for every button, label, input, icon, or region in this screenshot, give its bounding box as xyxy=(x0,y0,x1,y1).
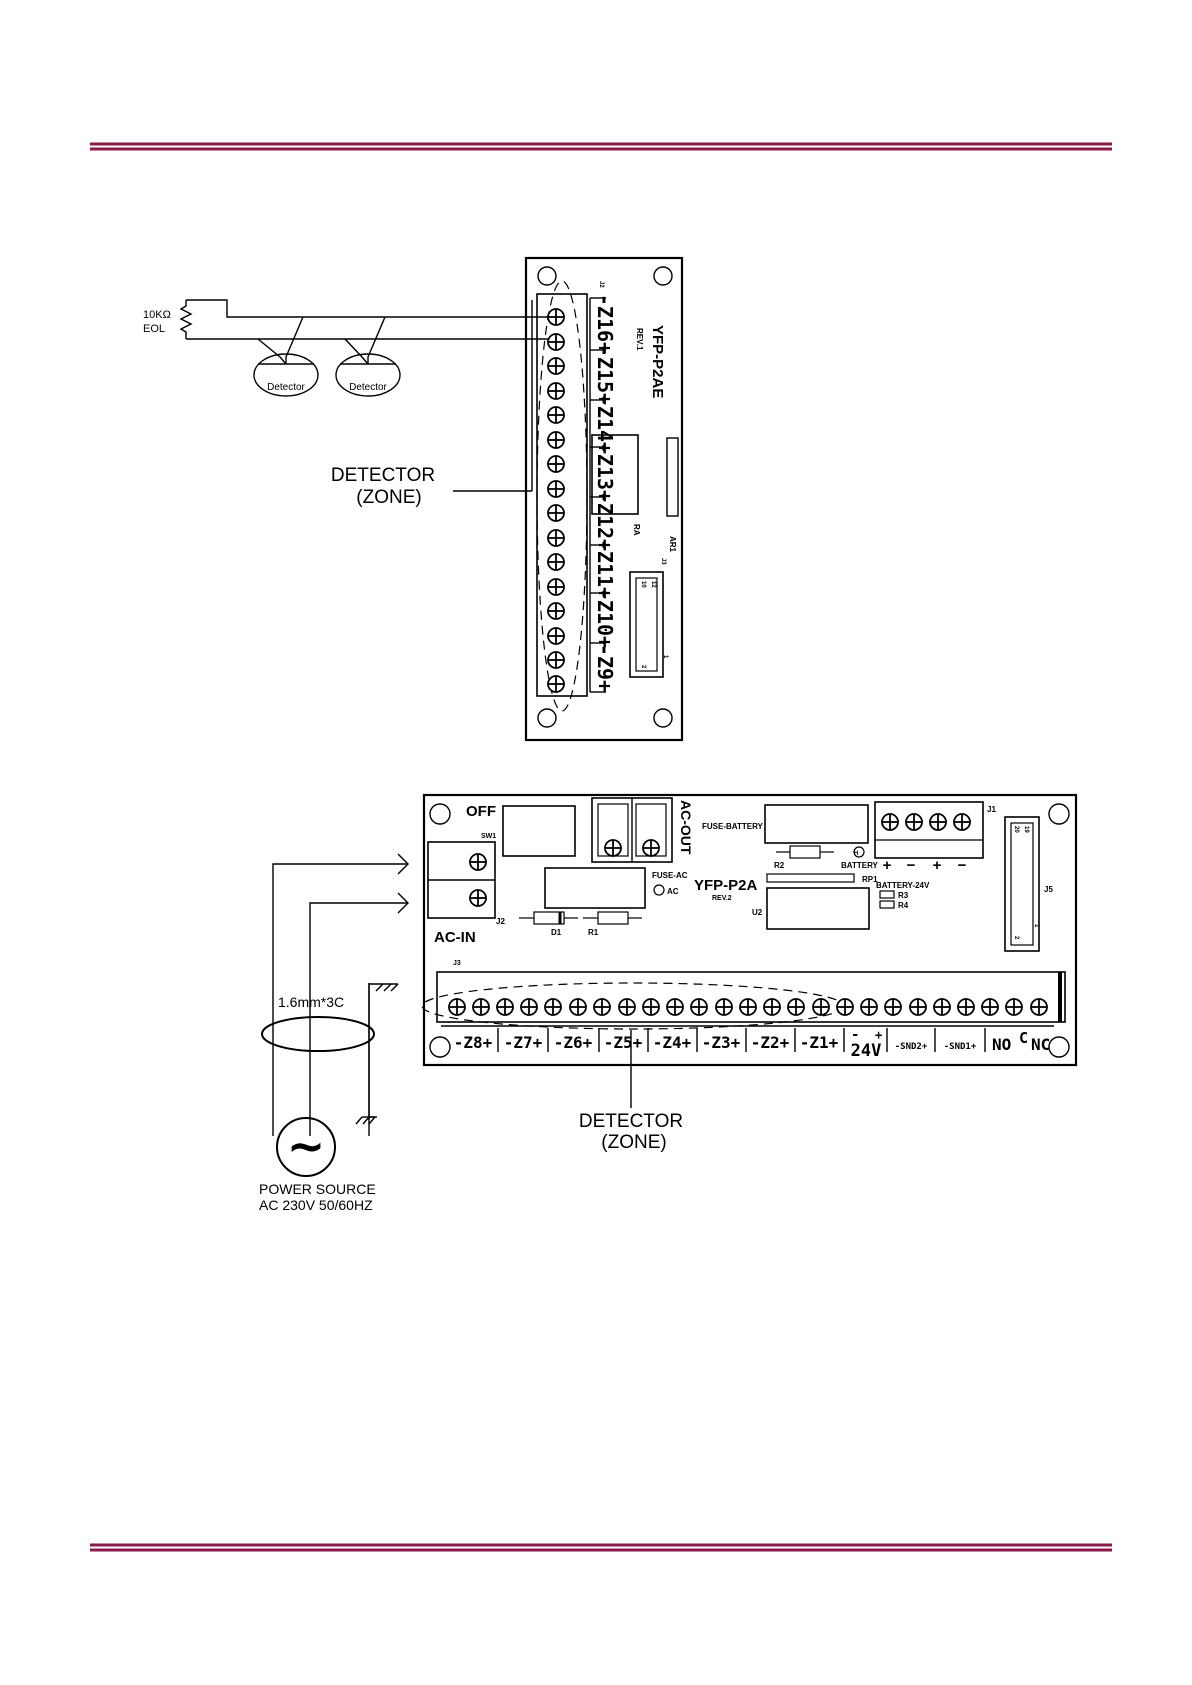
top-wiring xyxy=(179,299,548,492)
bottom-zone-callout-2: (ZONE) xyxy=(601,1132,666,1153)
v24-plus: + xyxy=(875,1028,882,1042)
j5-pin-2: 2 xyxy=(1013,936,1019,940)
v24-label: 24V xyxy=(851,1041,882,1061)
top-zone-labels: -Z16+ -Z15+ -Z14+ -Z13+ -Z12+ -Z11+ -Z10… xyxy=(593,294,617,692)
j3-label: J3 xyxy=(453,960,461,967)
eol-resistor-value: 10KΩ xyxy=(143,309,171,321)
top-board-ra: RA xyxy=(632,524,641,536)
u2-label: U2 xyxy=(752,908,763,917)
zone-label-z11: -Z11+ xyxy=(593,539,617,599)
zone-label-z3: -Z3+ xyxy=(702,1033,741,1052)
r1-label: R1 xyxy=(588,928,599,937)
polarity-minus-2: − xyxy=(958,857,967,874)
bottom-wiring xyxy=(261,853,632,1177)
top-board-terminals xyxy=(547,308,565,693)
top-zone-callout-1: DETECTOR xyxy=(331,465,435,486)
top-board-model: YFP-P2AE xyxy=(649,325,666,398)
zone-label-z1: -Z1+ xyxy=(800,1033,839,1052)
polarity-plus-1: + xyxy=(883,857,892,874)
nc-label: NC xyxy=(1031,1035,1050,1054)
detector-label-2: Detector xyxy=(349,382,387,393)
zone-label-z15: -Z15+ xyxy=(593,345,617,405)
fuse-ac-label: FUSE-AC xyxy=(652,871,688,880)
snd2-label: -SND2+ xyxy=(895,1042,928,1052)
footer-rule xyxy=(90,1543,1112,1552)
board-model: YFP-P2A xyxy=(694,877,758,894)
j5-label: J5 xyxy=(1044,885,1053,894)
top-zone-callout-2: (ZONE) xyxy=(356,487,421,508)
v24-minus: - xyxy=(851,1027,859,1043)
h-mark: H xyxy=(854,851,858,857)
ac-in-label: AC-IN xyxy=(434,929,476,946)
zone-label-z7: -Z7+ xyxy=(504,1033,543,1052)
zone-label-z13: -Z13+ xyxy=(593,442,617,502)
fuse-battery-label: FUSE-BATTERY xyxy=(702,822,764,831)
power-source-spec: AC 230V 50/60HZ xyxy=(259,1197,373,1213)
polarity-plus-2: + xyxy=(933,857,942,874)
top-board-j2: J2 xyxy=(598,281,604,288)
header-rule xyxy=(90,142,1112,151)
r3-label: R3 xyxy=(898,891,909,900)
zone-label-z16: -Z16+ xyxy=(593,294,617,354)
bottom-board-terminals xyxy=(448,998,1048,1016)
zone-label-z2: -Z2+ xyxy=(751,1033,790,1052)
snd1-label: -SND1+ xyxy=(944,1042,977,1052)
detector-label-1: Detector xyxy=(267,382,305,393)
top-header-pin-12: 12 xyxy=(650,581,656,588)
zone-label-z9: -Z9+ xyxy=(593,644,617,692)
zone-label-z10: -Z10+ xyxy=(593,588,617,648)
eol-label: EOL xyxy=(143,323,165,335)
top-header-pin-2: 2 xyxy=(640,665,646,669)
ac-mark: AC xyxy=(667,887,679,896)
bottom-board xyxy=(421,793,1078,1067)
j5-pin-19: 19 xyxy=(1023,826,1029,833)
cable-spec-label: 1.6mm*3C xyxy=(278,994,344,1010)
ac-source-icon: ~ xyxy=(287,1119,326,1173)
sw1-label: SW1 xyxy=(481,833,496,840)
j1-label: J1 xyxy=(987,805,996,814)
zone-label-z14: -Z14+ xyxy=(593,394,617,454)
battery-24v-label: BATTERY-24V xyxy=(876,881,930,890)
rp1-label: RP1 xyxy=(862,875,878,884)
d1-label: D1 xyxy=(551,928,562,937)
zone-label-z8: -Z8+ xyxy=(454,1033,493,1052)
top-board xyxy=(524,256,684,742)
top-board-j3: J3 xyxy=(660,558,666,565)
no-label: NO xyxy=(992,1035,1011,1054)
bottom-zone-labels: -Z8+ -Z7+ -Z6+ -Z5+ -Z4+ -Z3+ -Z2+ -Z1+ xyxy=(454,1033,839,1052)
off-label: OFF xyxy=(466,803,496,820)
top-board-rev: REV.1 xyxy=(635,328,644,351)
zone-label-z5: -Z5+ xyxy=(604,1033,643,1052)
j2-label: J2 xyxy=(496,917,505,926)
zone-label-z4: -Z4+ xyxy=(653,1033,692,1052)
bottom-zone-callout-1: DETECTOR xyxy=(579,1111,683,1132)
battery-label: BATTERY xyxy=(841,861,879,870)
zone-label-z6: -Z6+ xyxy=(554,1033,593,1052)
c-label: C xyxy=(1019,1029,1028,1047)
zone-label-z12: -Z12+ xyxy=(593,491,617,551)
top-header-pin-10: 10 xyxy=(640,581,646,588)
top-board-ar1: AR1 xyxy=(668,536,677,553)
power-source-label: POWER SOURCE xyxy=(259,1181,376,1197)
r2-label: R2 xyxy=(774,861,785,870)
polarity-minus-1: − xyxy=(907,857,916,874)
board-rev: REV.2 xyxy=(712,895,732,902)
j5-pin-1: 1 xyxy=(1033,924,1039,928)
top-header-pin-1: 1 xyxy=(662,655,668,659)
j5-pin-20: 20 xyxy=(1013,826,1019,833)
ac-out-label: AC-OUT xyxy=(678,800,694,855)
r4-label: R4 xyxy=(898,901,909,910)
ac-indicator-icon xyxy=(653,884,665,896)
